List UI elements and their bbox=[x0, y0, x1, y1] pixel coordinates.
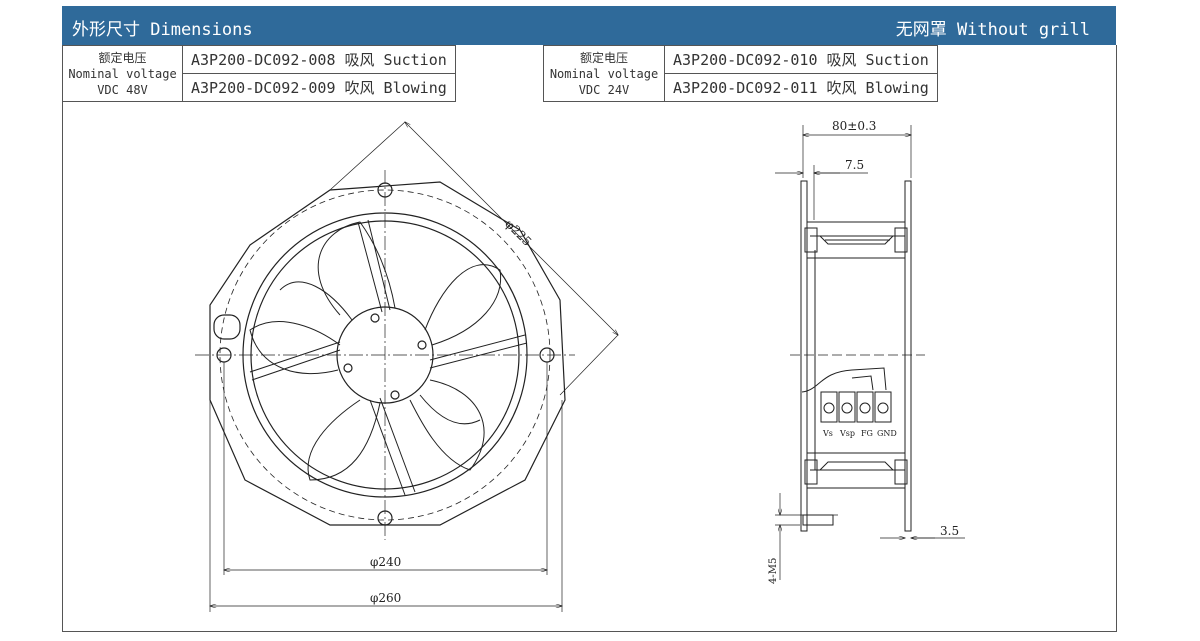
dim-thread: 4-M5 bbox=[768, 558, 779, 584]
fan-blades bbox=[249, 221, 502, 481]
terminal-label: GND bbox=[877, 429, 897, 438]
fan-front-view: φ225 φ240 φ260 bbox=[195, 122, 618, 612]
model-row: A3P200-DC092-011 吹风 Blowing bbox=[664, 73, 938, 102]
label-cn: 额定电压 bbox=[579, 50, 628, 65]
header-bar: 外形尺寸 Dimensions 无网罩 Without grill bbox=[62, 6, 1116, 45]
label-cn: 额定电压 bbox=[98, 50, 147, 65]
terminal-label: Vs bbox=[822, 429, 833, 438]
dim-outer: φ260 bbox=[370, 591, 401, 605]
dim-depth: 80±0.3 bbox=[832, 119, 876, 133]
dim-hole-circle: φ240 bbox=[370, 555, 401, 569]
struts bbox=[249, 219, 528, 496]
fan-side-view: Vs Vsp FG GND 80±0.3 7.5 3.5 4-M5 bbox=[768, 119, 965, 584]
side-dimension-lines bbox=[775, 125, 965, 580]
terminal-label: FG bbox=[861, 429, 873, 438]
dim-flange: 3.5 bbox=[940, 524, 959, 538]
page-subtitle: 无网罩 Without grill bbox=[895, 20, 1090, 40]
label-en: Nominal voltage bbox=[549, 66, 659, 81]
dimension-lines bbox=[210, 122, 618, 612]
voltage-value: VDC 48V bbox=[97, 82, 148, 97]
dim-offset: 7.5 bbox=[845, 158, 864, 172]
center-lines bbox=[195, 170, 575, 540]
terminal-label: Vsp bbox=[839, 429, 855, 438]
terminal-block bbox=[820, 391, 892, 423]
voltage-value: VDC 24V bbox=[578, 82, 630, 97]
model-row: A3P200-DC092-009 吹风 Blowing bbox=[182, 73, 456, 102]
page-title: 外形尺寸 Dimensions bbox=[72, 20, 253, 40]
label-en: Nominal voltage bbox=[68, 66, 177, 81]
drawing-frame bbox=[62, 45, 1117, 632]
